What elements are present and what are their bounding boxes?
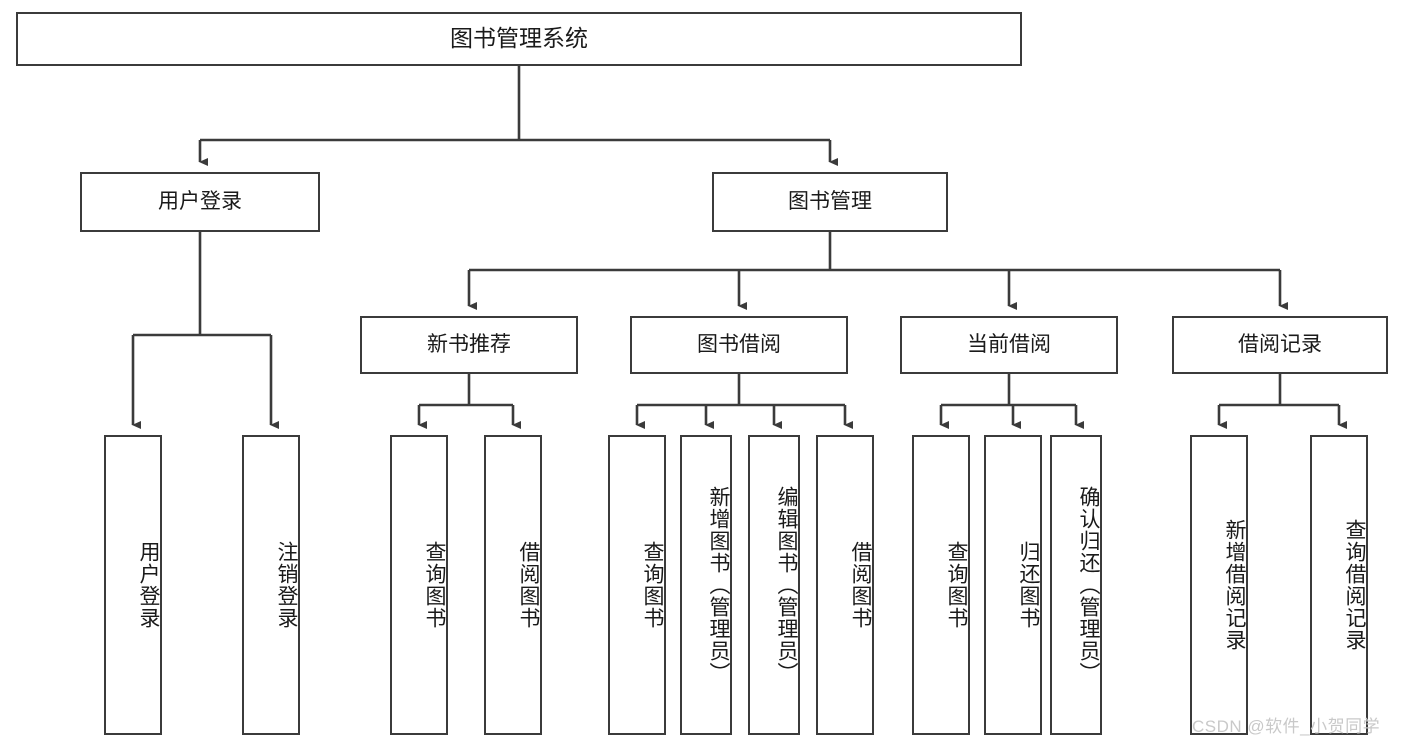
node-new-book-recommend[interactable]: 新书推荐 bbox=[360, 316, 578, 374]
leaf-query-book-1[interactable]: 查询图书 bbox=[390, 435, 448, 735]
leaf-logout[interactable]: 注销登录 bbox=[242, 435, 300, 735]
leaf-borrow-book-1[interactable]: 借阅图书 bbox=[484, 435, 542, 735]
node-book-borrow[interactable]: 图书借阅 bbox=[630, 316, 848, 374]
leaf-query-book-2[interactable]: 查询图书 bbox=[608, 435, 666, 735]
node-root[interactable]: 图书管理系统 bbox=[16, 12, 1022, 66]
leaf-borrow-book-2[interactable]: 借阅图书 bbox=[816, 435, 874, 735]
node-borrow-record[interactable]: 借阅记录 bbox=[1172, 316, 1388, 374]
leaf-confirm-return-admin[interactable]: 确认归还（管理员） bbox=[1050, 435, 1102, 735]
csdn-watermark: CSDN @软件_小贺同学 bbox=[1192, 717, 1381, 736]
node-user-login[interactable]: 用户登录 bbox=[80, 172, 320, 232]
leaf-edit-book-admin[interactable]: 编辑图书（管理员） bbox=[748, 435, 800, 735]
leaf-user-login[interactable]: 用户登录 bbox=[104, 435, 162, 735]
leaf-return-book[interactable]: 归还图书 bbox=[984, 435, 1042, 735]
node-book-manage[interactable]: 图书管理 bbox=[712, 172, 948, 232]
node-current-borrow[interactable]: 当前借阅 bbox=[900, 316, 1118, 374]
leaf-add-book-admin[interactable]: 新增图书（管理员） bbox=[680, 435, 732, 735]
leaf-query-borrow-record[interactable]: 查询借阅记录 bbox=[1310, 435, 1368, 735]
leaf-query-book-3[interactable]: 查询图书 bbox=[912, 435, 970, 735]
leaf-add-borrow-record[interactable]: 新增借阅记录 bbox=[1190, 435, 1248, 735]
